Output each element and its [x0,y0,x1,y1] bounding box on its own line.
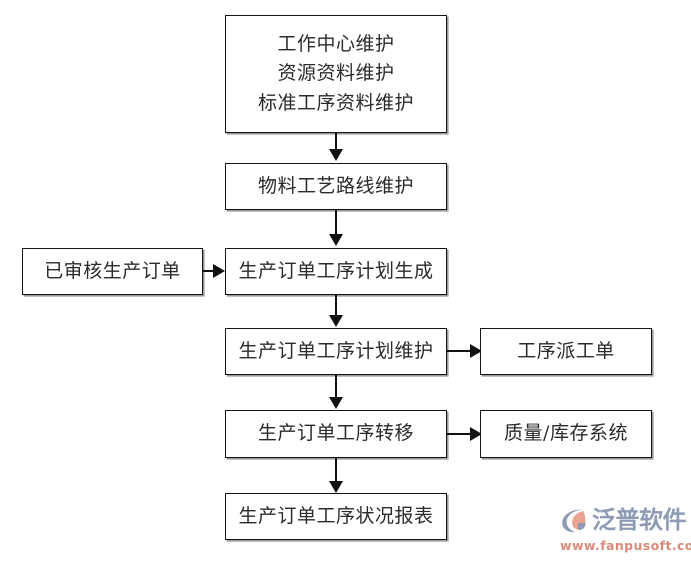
watermark-brand-text: 泛普软件 [592,506,687,534]
watermark: 泛普软件 www.fanpusoft.com [560,503,691,559]
connector-transfer-to-status-report [335,458,337,482]
arrowhead-plan-maintain-to-transfer [329,397,343,409]
node-plan-maintain-label: 生产订单工序计划维护 [238,339,434,362]
node-material-routing-label: 物料工艺路线维护 [257,174,414,197]
arrowhead-basic-data-to-routing [329,149,343,161]
node-approved-order[interactable]: 已审核生产订单 [22,248,203,295]
node-plan-generate[interactable]: 生产订单工序计划生成 [225,248,447,295]
node-approved-order-label: 已审核生产订单 [44,259,181,282]
connector-transfer-to-quality-inventory [447,433,472,435]
connector-approved-order-to-plan-generate [203,270,215,272]
connector-plan-maintain-to-transfer [335,375,337,398]
watermark-url-text: www.fanpusoft.com [560,538,691,553]
connector-plan-maintain-to-dispatch [447,350,472,352]
node-operation-transfer-label: 生产订单工序转移 [257,422,414,445]
node-quality-inventory-label: 质量/库存系统 [504,422,628,445]
connector-basic-data-to-routing [335,133,337,151]
node-quality-inventory[interactable]: 质量/库存系统 [480,410,652,458]
arrowhead-routing-to-plan-generate [329,234,343,246]
node-plan-generate-label: 生产订单工序计划生成 [238,259,434,282]
node-status-report[interactable]: 生产订单工序状况报表 [225,493,447,540]
arrowhead-plan-generate-to-plan-maintain [329,315,343,327]
node-basic-data-line-1: 工作中心维护 [277,32,395,55]
arrowhead-approved-order-to-plan-generate [213,264,225,278]
connector-plan-generate-to-plan-maintain [335,295,337,316]
connector-routing-to-plan-generate [335,210,337,234]
fanpu-logo-icon [562,509,586,533]
node-basic-data-line-3: 标准工序资料维护 [257,91,414,114]
arrowhead-transfer-to-quality-inventory [470,427,482,441]
watermark-brand-row: 泛普软件 [560,503,688,537]
node-material-routing[interactable]: 物料工艺路线维护 [225,163,447,210]
node-basic-data-line-2: 资源资料维护 [277,62,395,85]
arrowhead-transfer-to-status-report [329,481,343,493]
node-dispatch-order[interactable]: 工序派工单 [480,328,652,375]
node-basic-data[interactable]: 工作中心维护 资源资料维护 标准工序资料维护 [225,15,447,133]
node-plan-maintain[interactable]: 生产订单工序计划维护 [225,328,447,375]
node-dispatch-order-label: 工序派工单 [517,339,615,362]
node-status-report-label: 生产订单工序状况报表 [238,504,434,527]
node-operation-transfer[interactable]: 生产订单工序转移 [225,410,447,458]
arrowhead-plan-maintain-to-dispatch [470,344,482,358]
